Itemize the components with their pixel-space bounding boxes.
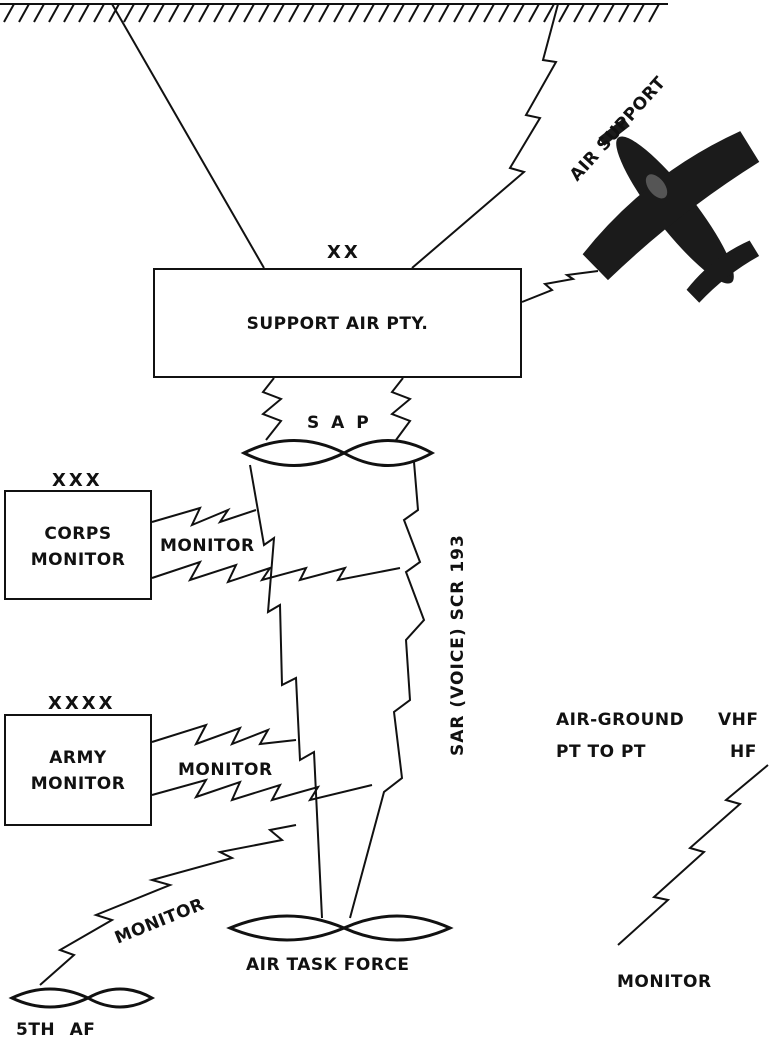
- ground-hatch: [364, 4, 374, 22]
- ground-hatch: [19, 4, 29, 22]
- ground-hatch: [349, 4, 359, 22]
- legend-row1-left: AIR-GROUND: [556, 710, 684, 730]
- ground-hatch: [439, 4, 449, 22]
- army-monitor-box: ARMY MONITOR: [4, 714, 152, 826]
- ground-hatch: [169, 4, 179, 22]
- support-air-party-echelon: XX: [327, 242, 361, 263]
- army-monitor-link-lower: [152, 780, 372, 800]
- ground-line: [0, 4, 668, 22]
- sap-link-right: [392, 378, 410, 440]
- ground-hatch: [79, 4, 89, 22]
- ground-hatch: [559, 4, 569, 22]
- ground-hatch: [274, 4, 284, 22]
- ground-hatch: [34, 4, 44, 22]
- ground-hatch: [589, 4, 599, 22]
- support-air-party-label: SUPPORT AIR PTY.: [155, 314, 520, 334]
- army-monitor-link-upper: [152, 725, 296, 744]
- legend-monitor-label: MONITOR: [617, 972, 712, 992]
- ground-hatch: [454, 4, 464, 22]
- ground-hatch: [259, 4, 269, 22]
- ground-hatch: [604, 4, 614, 22]
- ground-hatch: [49, 4, 59, 22]
- ground-hatch: [139, 4, 149, 22]
- ground-hatch: [64, 4, 74, 22]
- army-line1: ARMY: [6, 748, 150, 768]
- ground-to-sap-line: [112, 4, 264, 268]
- ground-hatch: [394, 4, 404, 22]
- corps-echelon: XXX: [52, 470, 103, 491]
- corps-monitor-link-upper: [152, 508, 256, 525]
- ground-hatch: [334, 4, 344, 22]
- ground-hatch: [229, 4, 239, 22]
- corps-line2: MONITOR: [6, 550, 150, 570]
- sar-link-right: [350, 462, 424, 918]
- ground-hatch: [289, 4, 299, 22]
- sap-radio-lens: [244, 441, 432, 466]
- ground-hatch: [319, 4, 329, 22]
- ground-hatch: [484, 4, 494, 22]
- ground-hatch: [94, 4, 104, 22]
- legend-row1-right: VHF: [718, 710, 759, 730]
- ground-hatch: [544, 4, 554, 22]
- ground-hatch: [649, 4, 659, 22]
- ground-radio-link: [412, 4, 558, 268]
- ground-hatch: [529, 4, 539, 22]
- ground-hatch: [124, 4, 134, 22]
- ground-hatch: [304, 4, 314, 22]
- sar-voice-label: SAR (VOICE) SCR 193: [448, 534, 468, 756]
- sar-link-left: [250, 465, 322, 918]
- legend-row2-left: PT TO PT: [556, 742, 646, 762]
- ground-hatch: [214, 4, 224, 22]
- ground-hatch: [514, 4, 524, 22]
- ground-hatch: [619, 4, 629, 22]
- ground-hatch: [424, 4, 434, 22]
- ground-hatch: [199, 4, 209, 22]
- ground-hatch: [409, 4, 419, 22]
- aircraft-icon: [532, 66, 771, 344]
- corps-monitor-link-lower: [152, 562, 400, 582]
- ground-hatch: [574, 4, 584, 22]
- ground-hatch: [499, 4, 509, 22]
- ground-hatch: [244, 4, 254, 22]
- ground-hatch: [154, 4, 164, 22]
- corps-line1: CORPS: [6, 524, 150, 544]
- sap-link-left: [263, 378, 281, 440]
- air-task-force-label: AIR TASK FORCE: [246, 955, 410, 975]
- army-echelon: XXXX: [48, 693, 116, 714]
- air-support-radio-link: [522, 271, 598, 302]
- support-air-party-box: SUPPORT AIR PTY.: [153, 268, 522, 378]
- legend-monitor-symbol: [618, 765, 768, 945]
- corps-monitor-link-label: MONITOR: [160, 536, 255, 556]
- army-line2: MONITOR: [6, 774, 150, 794]
- air-task-force-lens: [230, 916, 450, 940]
- ground-hatch: [634, 4, 644, 22]
- legend-row2-right: HF: [730, 742, 757, 762]
- ground-hatch: [379, 4, 389, 22]
- fifth-af-label: 5TH AF: [16, 1020, 95, 1040]
- sap-label: S A P: [307, 413, 372, 433]
- army-monitor-link-label: MONITOR: [178, 760, 273, 780]
- fifth-af-lens: [12, 989, 152, 1007]
- ground-hatch: [469, 4, 479, 22]
- corps-monitor-box: CORPS MONITOR: [4, 490, 152, 600]
- ground-hatch: [184, 4, 194, 22]
- ground-hatch: [4, 4, 14, 22]
